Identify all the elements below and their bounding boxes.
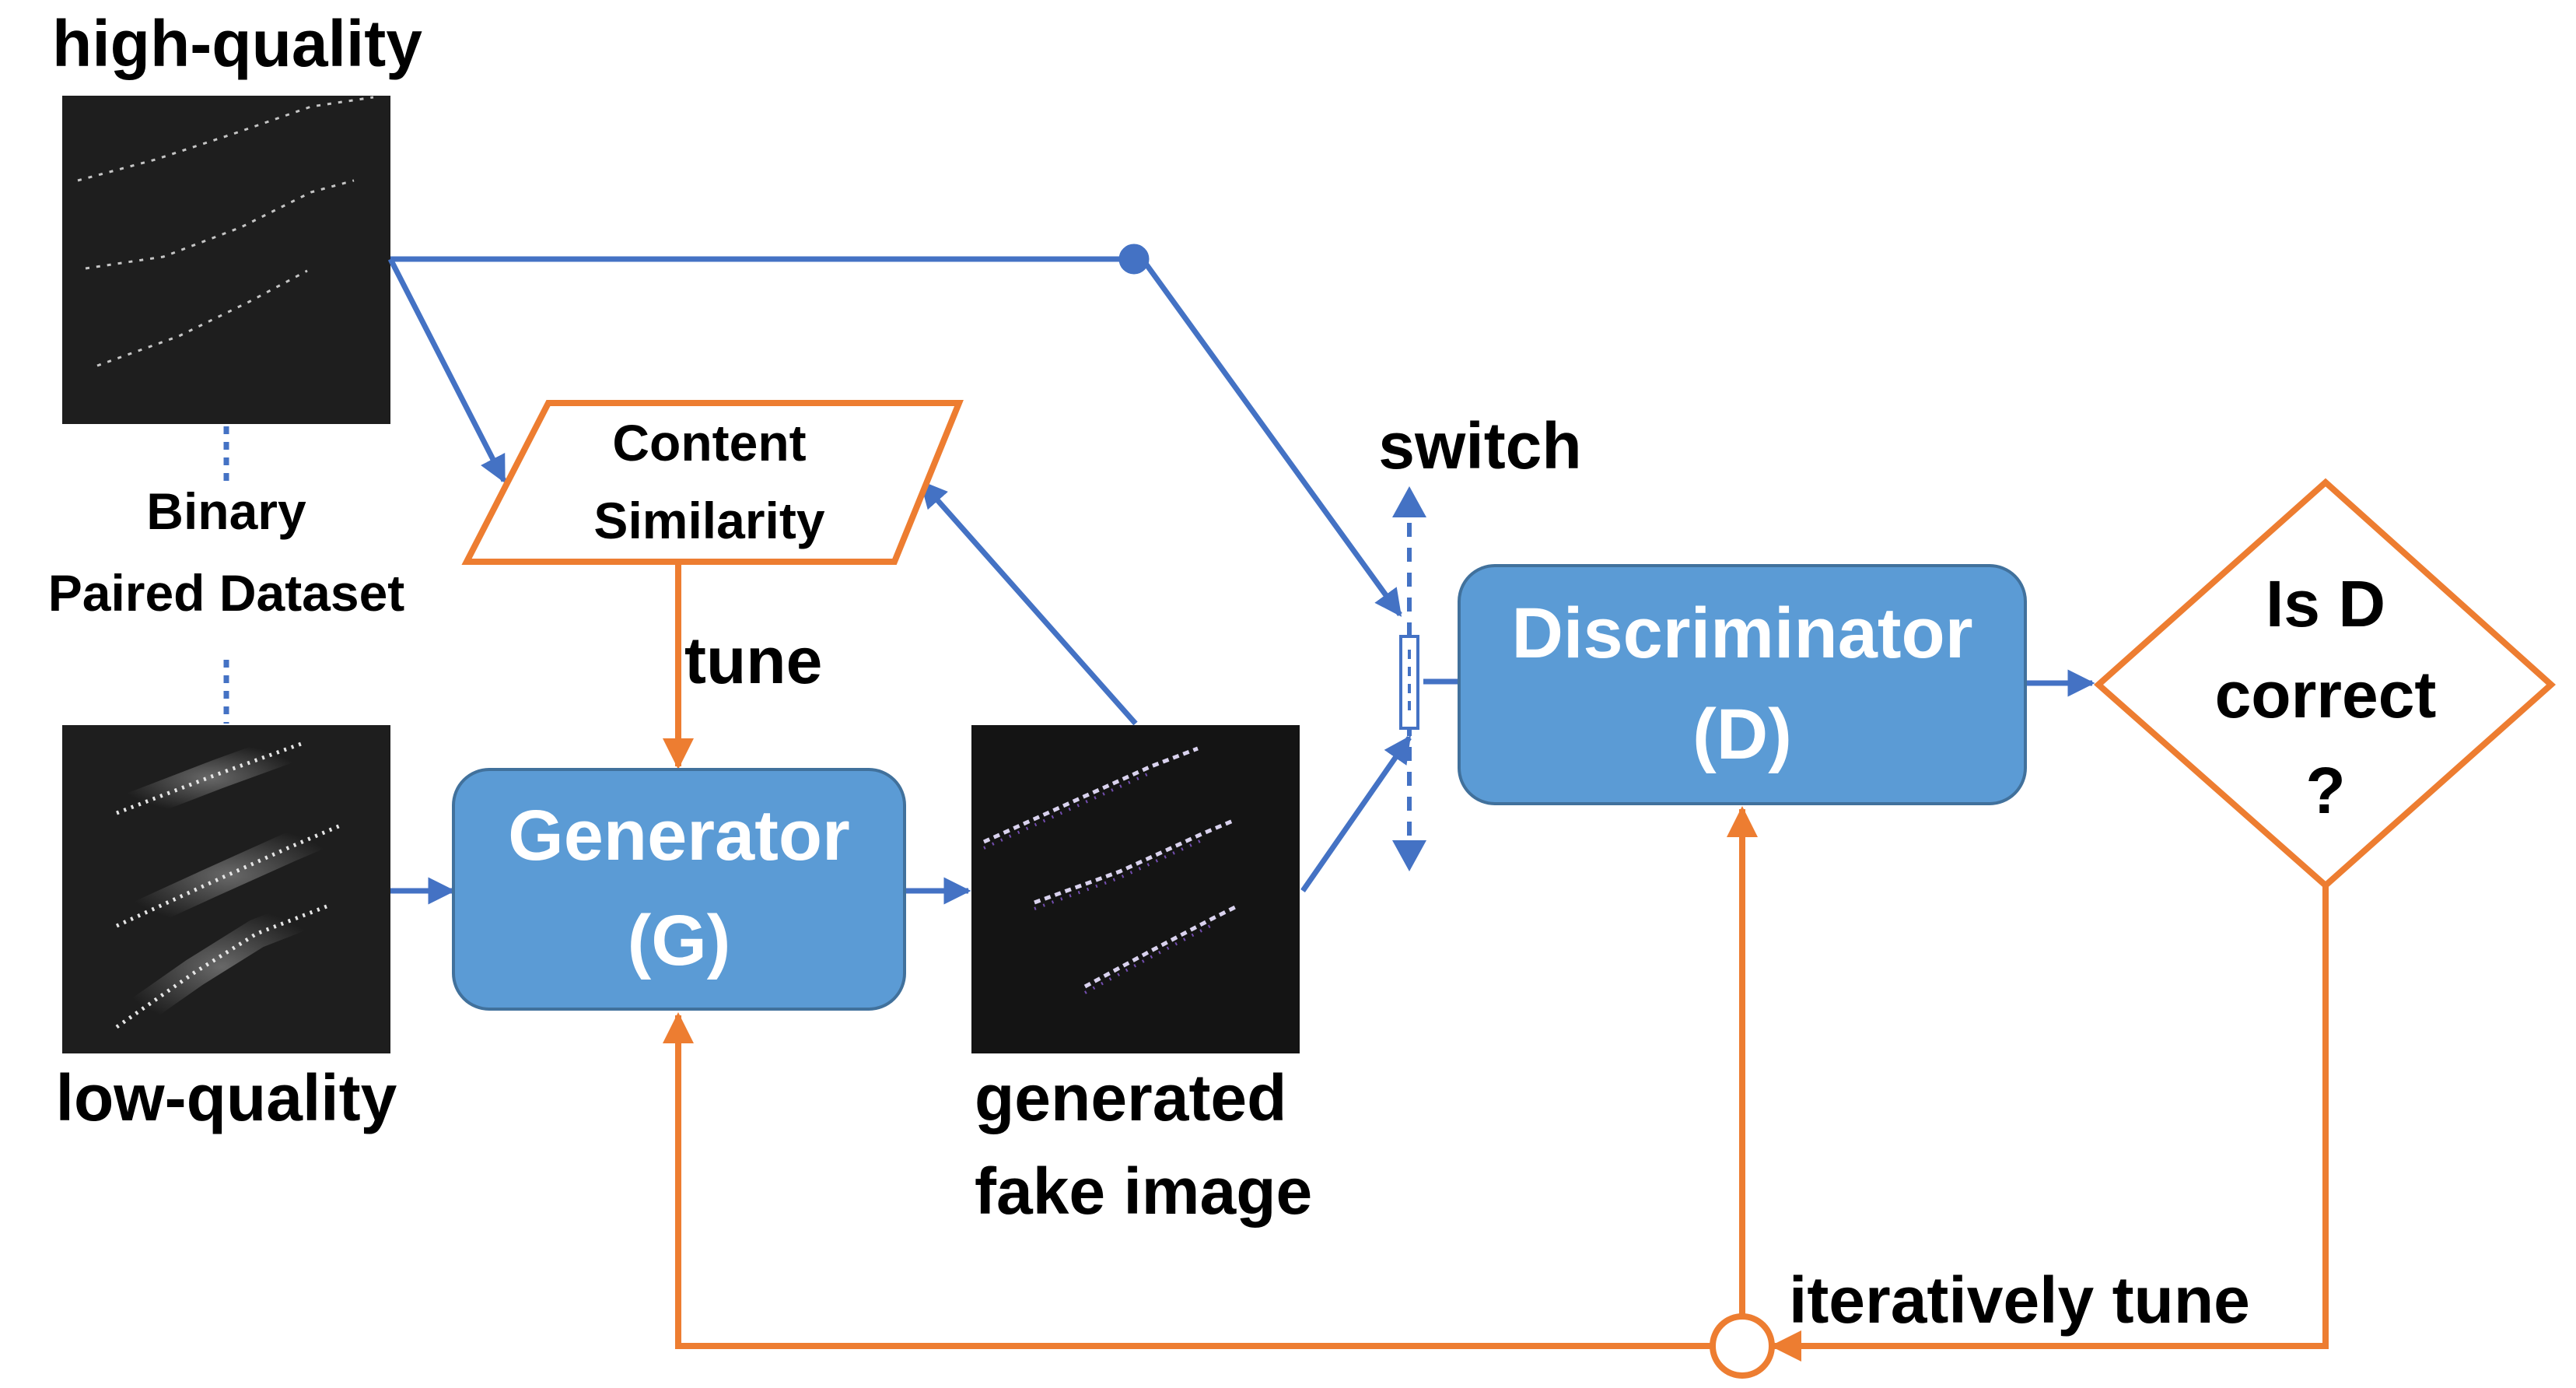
high-quality-label: high-quality bbox=[52, 7, 422, 80]
decision-label-line2: correct bbox=[2215, 658, 2437, 731]
generator-label-line1: Generator bbox=[508, 796, 850, 875]
low-quality-label: low-quality bbox=[56, 1061, 397, 1134]
generator-box bbox=[452, 768, 906, 1011]
decision-label-line1: Is D bbox=[2266, 567, 2385, 640]
generator-label-line2: (G) bbox=[628, 901, 731, 980]
arrow-hq-to-content-similarity bbox=[387, 258, 507, 484]
junction-dot bbox=[1118, 244, 1150, 275]
switch-label: switch bbox=[1378, 409, 1581, 482]
binary-label: Binary bbox=[146, 482, 306, 540]
decision-diamond bbox=[2093, 478, 2557, 890]
paired-dataset-label: Paired Dataset bbox=[48, 564, 405, 622]
high-quality-image bbox=[62, 96, 390, 424]
arrow-fake-to-content-similarity bbox=[919, 480, 1138, 726]
feedback-circle-to-generator bbox=[663, 1012, 1711, 1349]
arrow-junction-to-switch bbox=[1144, 262, 1402, 617]
content-similarity-label-line2: Similarity bbox=[593, 492, 824, 549]
low-quality-image bbox=[62, 725, 390, 1053]
discriminator-box bbox=[1458, 564, 2027, 805]
tune-label: tune bbox=[684, 624, 822, 697]
iteratively-tune-label: iteratively tune bbox=[1789, 1264, 2250, 1337]
content-similarity-label-line1: Content bbox=[612, 414, 806, 471]
feedback-junction-circle bbox=[1710, 1313, 1775, 1379]
generated-fake-image bbox=[971, 725, 1300, 1053]
decision-label-line3: ? bbox=[2305, 754, 2345, 827]
discriminator-label-line2: (D) bbox=[1692, 695, 1792, 774]
arrow-fake-to-switch bbox=[1300, 735, 1412, 892]
discriminator-label-line1: Discriminator bbox=[1511, 594, 1972, 673]
feedback-decision-to-circle bbox=[1770, 885, 2329, 1362]
generated-label-line2: fake image bbox=[975, 1155, 1312, 1228]
switch-toggle bbox=[1392, 486, 1426, 871]
generated-label-line1: generated bbox=[975, 1061, 1286, 1134]
content-similarity-box bbox=[461, 400, 964, 565]
